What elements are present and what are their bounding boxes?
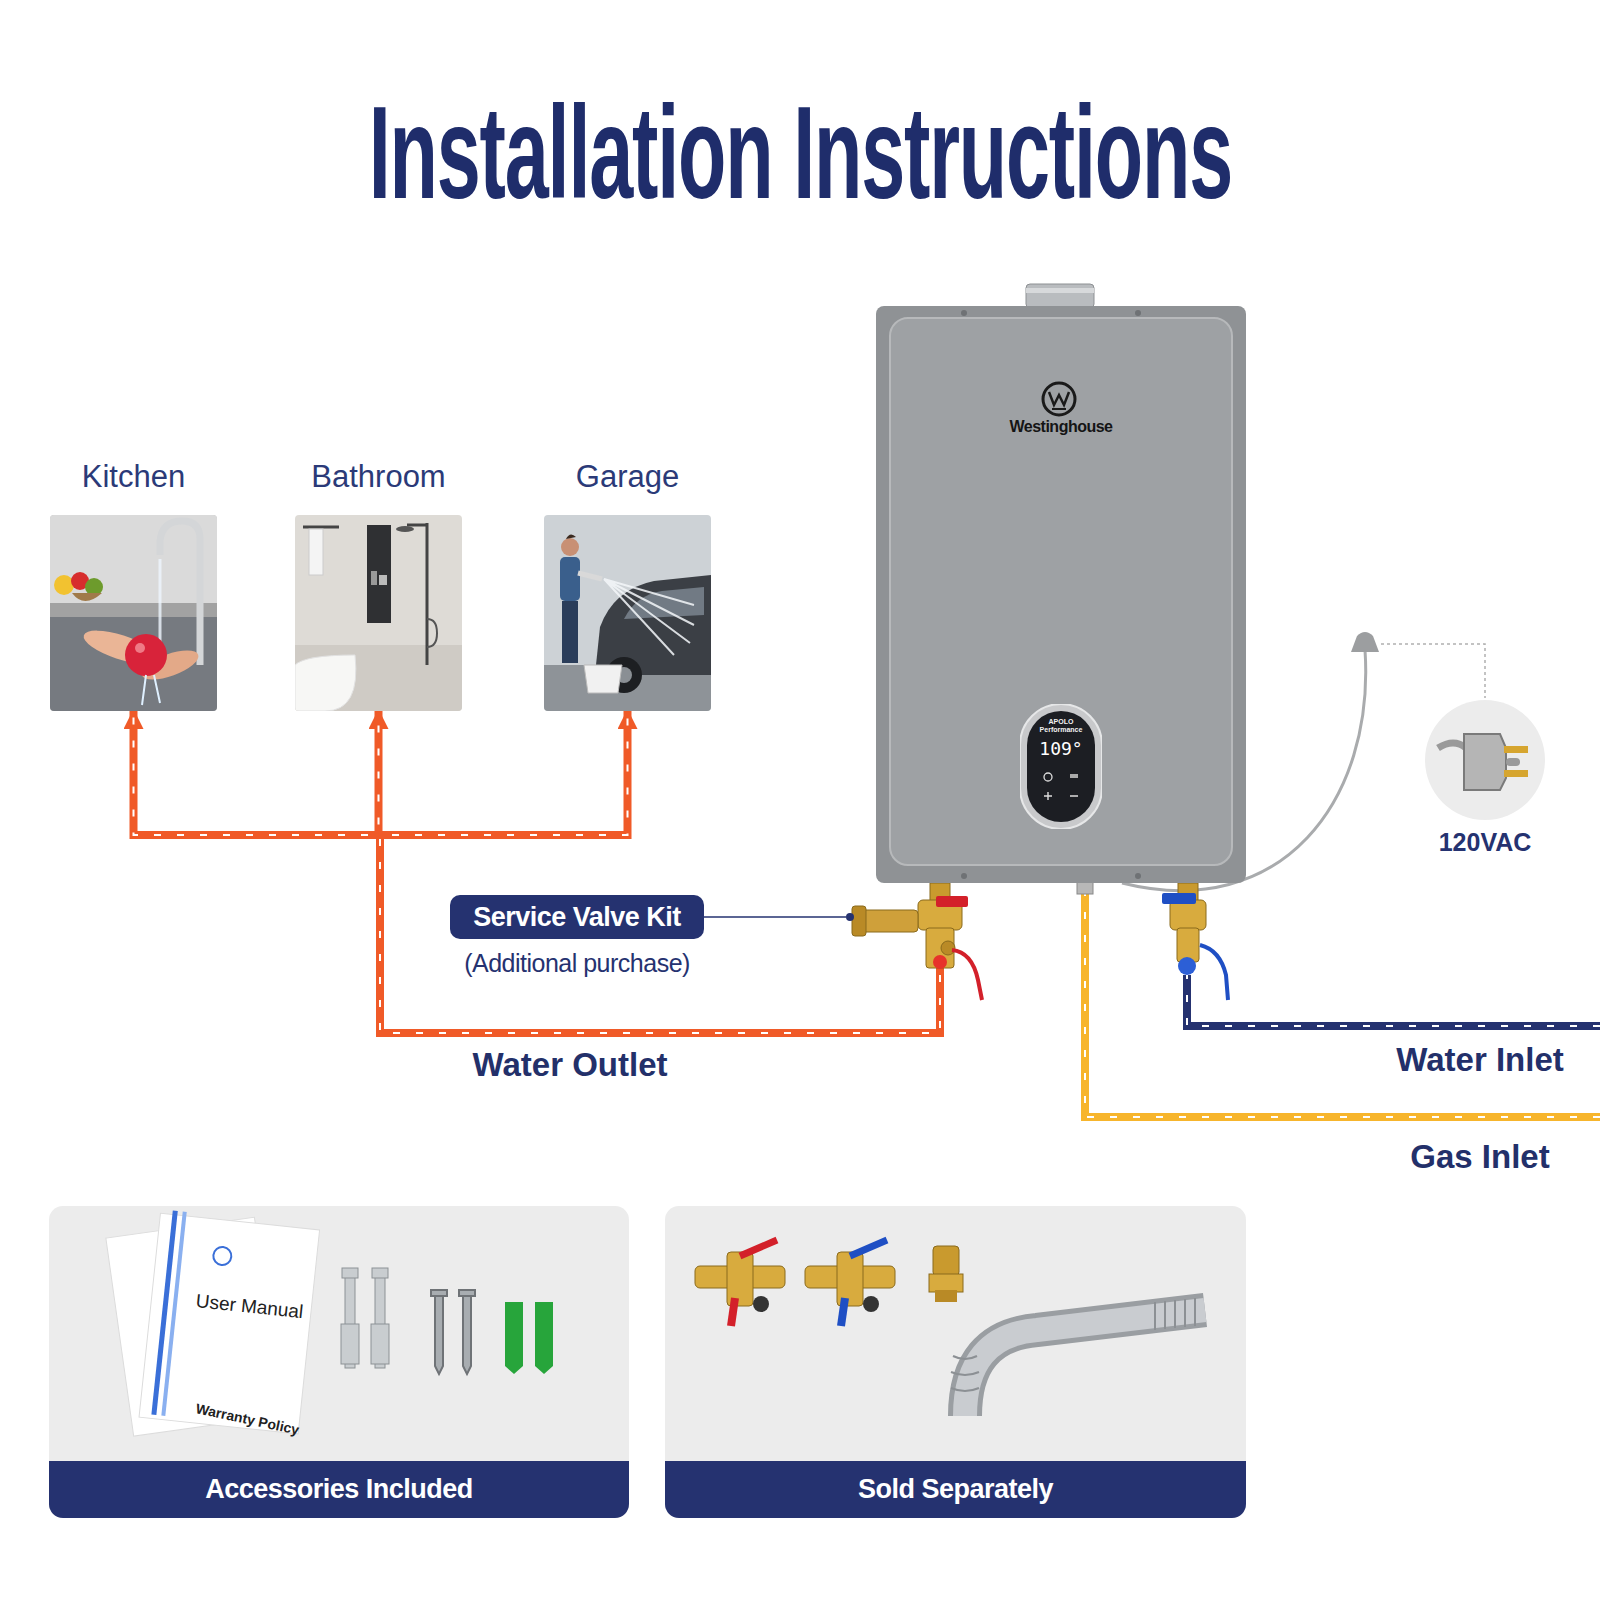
fixture-illustration xyxy=(295,515,462,711)
callout-label: Service Valve Kit xyxy=(450,895,704,939)
power-plug xyxy=(1420,698,1550,824)
fixture-photo xyxy=(50,515,217,711)
fixture-node: Kitchen xyxy=(50,455,217,711)
brand-name: Westinghouse xyxy=(876,418,1246,436)
fixture-photo xyxy=(544,515,711,711)
flow-arrows xyxy=(379,711,941,1033)
gas-pipe xyxy=(1085,890,1600,1117)
connector xyxy=(380,711,940,1033)
flow-arrows xyxy=(134,711,941,1033)
callout-note: (Additional purchase) xyxy=(430,949,724,978)
page-title: Installation Instructions xyxy=(368,78,1231,228)
inlet-flow-arrows xyxy=(1187,975,1600,1026)
panel-title: Accessories Included xyxy=(49,1461,629,1518)
hot-water-line xyxy=(379,711,941,1033)
vent-collar xyxy=(1026,284,1094,308)
plug-node: 120VAC xyxy=(1420,698,1550,858)
fixture-illustration xyxy=(544,515,711,711)
fixture-node: Bathroom xyxy=(295,455,462,711)
flow-arrows xyxy=(380,711,940,1033)
panel-band: Accessories Included xyxy=(49,1461,629,1518)
cord-connector xyxy=(1351,632,1379,652)
annotation-label: Water Outlet xyxy=(420,1046,720,1084)
location-heading: Garage xyxy=(514,455,741,499)
gas-flow-arrows xyxy=(1085,890,1600,1117)
connector xyxy=(134,711,941,1033)
fixture-photo xyxy=(295,515,462,711)
water-inlet-pipe xyxy=(1187,975,1600,1026)
hot-water-line xyxy=(380,711,940,1033)
vent-highlight xyxy=(1026,288,1094,293)
heater-node: WestinghouseAPOLO Performance 109° xyxy=(876,306,1246,883)
temperature-readout: 109° xyxy=(1020,738,1102,759)
location-heading: Bathroom xyxy=(265,455,492,499)
panel-band: Sold Separately xyxy=(665,1461,1246,1518)
connector xyxy=(379,711,941,1033)
inlet-valve xyxy=(1162,883,1228,1000)
display-node: APOLO Performance 109° xyxy=(1020,704,1102,829)
location-heading: Kitchen xyxy=(20,455,247,499)
title-row: Installation Instructions xyxy=(0,78,1600,228)
hot-water-line xyxy=(134,711,941,1033)
outlet-valve xyxy=(846,883,982,1000)
model-name: APOLO Performance xyxy=(1036,718,1086,734)
leader-line xyxy=(704,916,846,918)
voltage-label: 120VAC xyxy=(1410,828,1560,857)
panel-node: Sold Separately xyxy=(665,1206,1246,1518)
pill-node: Service Valve Kit(Additional purchase) xyxy=(450,895,704,939)
panel-title: Sold Separately xyxy=(665,1461,1246,1518)
fixture-node: Garage xyxy=(544,455,711,711)
annotation-label: Gas Inlet xyxy=(1330,1138,1600,1176)
fixture-illustration xyxy=(50,515,217,711)
panel-node: Accessories Included xyxy=(49,1206,629,1518)
cord-dotted xyxy=(1381,644,1485,698)
annotation-label: Water Inlet xyxy=(1330,1041,1600,1079)
